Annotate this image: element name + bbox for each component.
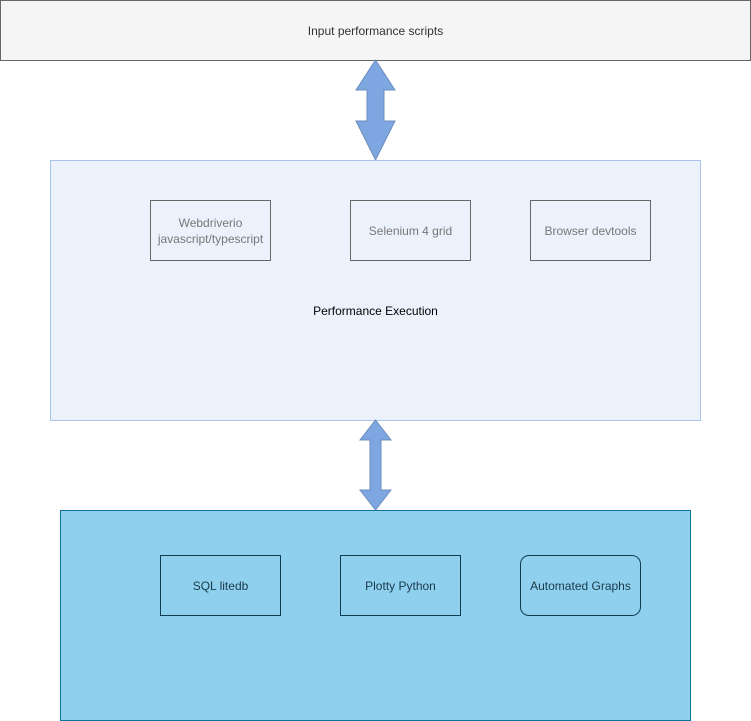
bidirectional-arrow-execution-analysis (358, 419, 393, 511)
performance-execution-label: Performance Execution (313, 304, 438, 318)
browser-devtools-label: Browser devtools (544, 223, 637, 238)
webdriverio-label: Webdriverio javascript/typescript (157, 215, 264, 246)
input-performance-scripts-label: Input performance scripts (307, 23, 444, 38)
selenium-grid-label: Selenium 4 grid (368, 223, 453, 238)
webdriverio-box: Webdriverio javascript/typescript (150, 200, 271, 261)
automated-graphs-label: Automated Graphs (530, 578, 631, 593)
bidirectional-arrow-input-execution (355, 59, 396, 162)
input-performance-scripts-box: Input performance scripts (0, 0, 751, 61)
sql-litedb-box: SQL litedb (160, 555, 281, 616)
sql-litedb-label: SQL litedb (192, 578, 249, 593)
selenium-grid-box: Selenium 4 grid (350, 200, 471, 261)
browser-devtools-box: Browser devtools (530, 200, 651, 261)
automated-graphs-box: Automated Graphs (520, 555, 641, 616)
plotty-python-label: Plotty Python (365, 578, 436, 593)
plotty-python-box: Plotty Python (340, 555, 461, 616)
